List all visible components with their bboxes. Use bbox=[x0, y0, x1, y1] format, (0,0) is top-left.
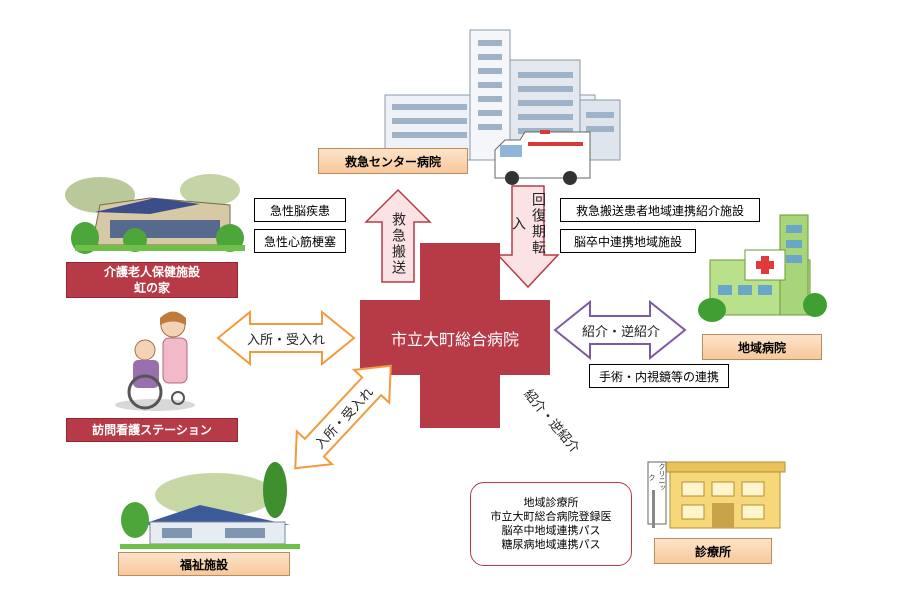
welfare-facility-illustration bbox=[120, 462, 300, 549]
center-hospital-label: 市立大町総合病院 bbox=[390, 330, 519, 349]
clinic-note-line: 市立大町総合病院登録医 bbox=[490, 510, 612, 523]
clinic-label: 診療所 bbox=[654, 538, 772, 564]
care-facility-illustration bbox=[65, 174, 245, 254]
ambulance-illustration bbox=[494, 130, 591, 185]
acute-brain-box: 急性脳疾患 bbox=[254, 198, 346, 222]
nursing-station-label: 訪問看護ステーション bbox=[66, 418, 238, 442]
referral-right-text: 紹介・逆紹介 bbox=[581, 324, 660, 340]
admission-diagonal-arrow bbox=[294, 364, 392, 470]
clinic-note-line: 地域診療所 bbox=[523, 496, 579, 509]
care-facility-name: 介護老人保健施設 bbox=[103, 265, 200, 279]
admission-left-text: 入所・受入れ bbox=[246, 332, 325, 348]
return-transfer-arrow bbox=[496, 185, 560, 289]
caregiver-wheelchair-illustration bbox=[115, 311, 195, 411]
emergency-center-label: 救急センター病院 bbox=[318, 148, 468, 174]
clinic-sign-text: クリニック bbox=[648, 463, 666, 491]
regional-hospital-illustration bbox=[698, 214, 827, 322]
emergency-transport-text: 救急搬送 bbox=[390, 212, 406, 276]
center-cross-shape bbox=[360, 243, 550, 428]
clinic-note-line: 糖尿病地域連携パス bbox=[501, 538, 601, 551]
care-facility-label: 介護老人保健施設 虹の家 bbox=[66, 262, 238, 298]
clinic-illustration bbox=[647, 461, 786, 529]
emergency-partner-box: 救急搬送患者地域連携紹介施設 bbox=[560, 198, 760, 222]
stroke-regional-box: 脳卒中連携地域施設 bbox=[560, 229, 696, 253]
admission-left-arrow bbox=[216, 309, 356, 367]
referral-right-arrow bbox=[553, 299, 687, 361]
emergency-transport-arrow bbox=[364, 188, 432, 283]
care-facility-subname: 虹の家 bbox=[133, 281, 170, 295]
surgery-link-box: 手術・内視鏡等の連携 bbox=[589, 364, 729, 388]
clinic-note-box: 地域診療所 市立大町総合病院登録医 脳卒中地域連携パス 糖尿病地域連携パス bbox=[470, 482, 632, 566]
regional-hospital-label: 地域病院 bbox=[702, 334, 822, 360]
return-transfer-text: 回復期転入 bbox=[510, 192, 546, 256]
acute-mi-box: 急性心筋梗塞 bbox=[254, 229, 346, 253]
clinic-note-line: 脳卒中地域連携パス bbox=[501, 524, 601, 537]
welfare-facility-label: 福祉施設 bbox=[118, 552, 290, 576]
